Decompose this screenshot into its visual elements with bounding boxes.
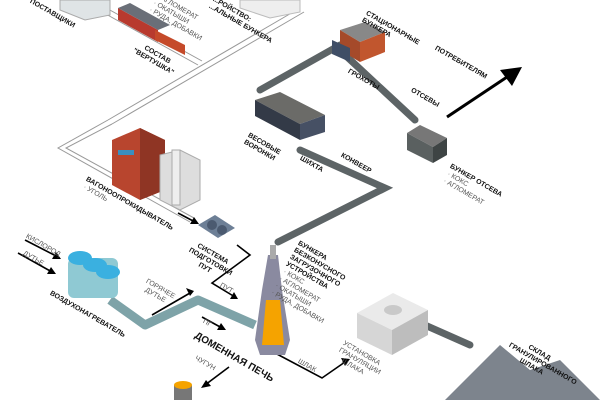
storage-building [239, 0, 301, 19]
slag-pile [445, 345, 600, 400]
blast-furnace [255, 245, 290, 355]
air-heater [68, 251, 120, 298]
weigh-hoppers [255, 92, 325, 140]
conveyor-belts [256, 41, 474, 349]
granulation-unit [357, 293, 428, 355]
train-icon [118, 3, 185, 55]
railway-track [56, 3, 305, 223]
pig-iron-ladle [174, 381, 192, 400]
pci-system-machine [198, 215, 235, 238]
arrow-heads [47, 217, 350, 388]
hot-blast-pipe [107, 295, 257, 330]
stationary-bunker [332, 22, 385, 62]
consumers-arrow [446, 67, 522, 119]
screenings-bunker [407, 125, 447, 163]
car-dumper-building [112, 128, 201, 211]
suppliers-building [59, 0, 111, 21]
process-arrows [17, 212, 346, 386]
